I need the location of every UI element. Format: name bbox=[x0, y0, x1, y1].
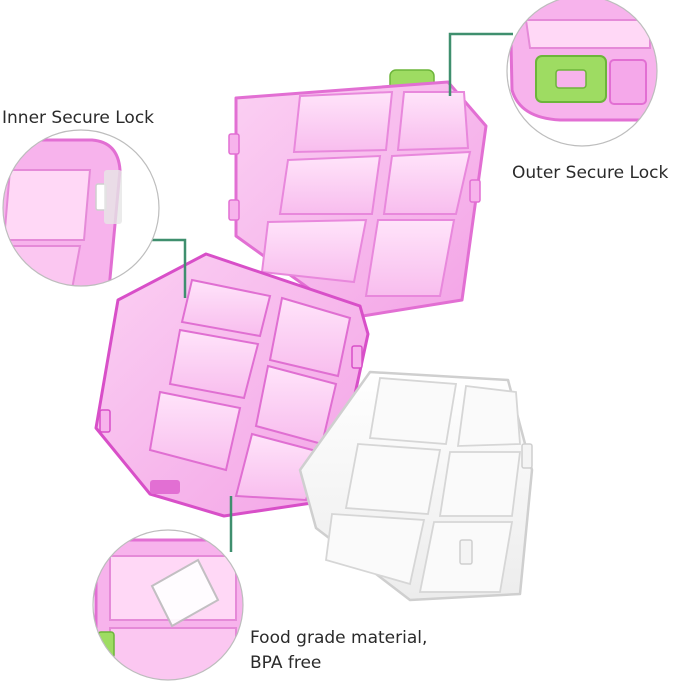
leader-line-outer bbox=[448, 32, 513, 96]
zoom-circle-outer-lock bbox=[506, 0, 658, 147]
lower-compartments bbox=[148, 278, 352, 502]
outer-secure-lock-label: Outer Secure Lock bbox=[512, 163, 669, 183]
zoom-circle-inner-lock bbox=[2, 129, 160, 287]
leader-lines bbox=[150, 32, 513, 552]
pill-case-lower-half bbox=[94, 252, 370, 518]
food-grade-material-label: Food grade material, BPA free bbox=[250, 626, 427, 675]
zoom-circle-material bbox=[92, 529, 244, 681]
leader-line-inner bbox=[150, 238, 187, 298]
inner-secure-lock-label: Inner Secure Lock bbox=[2, 108, 155, 128]
upper-compartments bbox=[260, 90, 472, 297]
clear-compartment-tray bbox=[298, 370, 534, 602]
material-line-1: Food grade material, bbox=[250, 628, 428, 648]
material-line-2: BPA free bbox=[250, 652, 322, 673]
pill-case-upper-half bbox=[228, 69, 488, 320]
